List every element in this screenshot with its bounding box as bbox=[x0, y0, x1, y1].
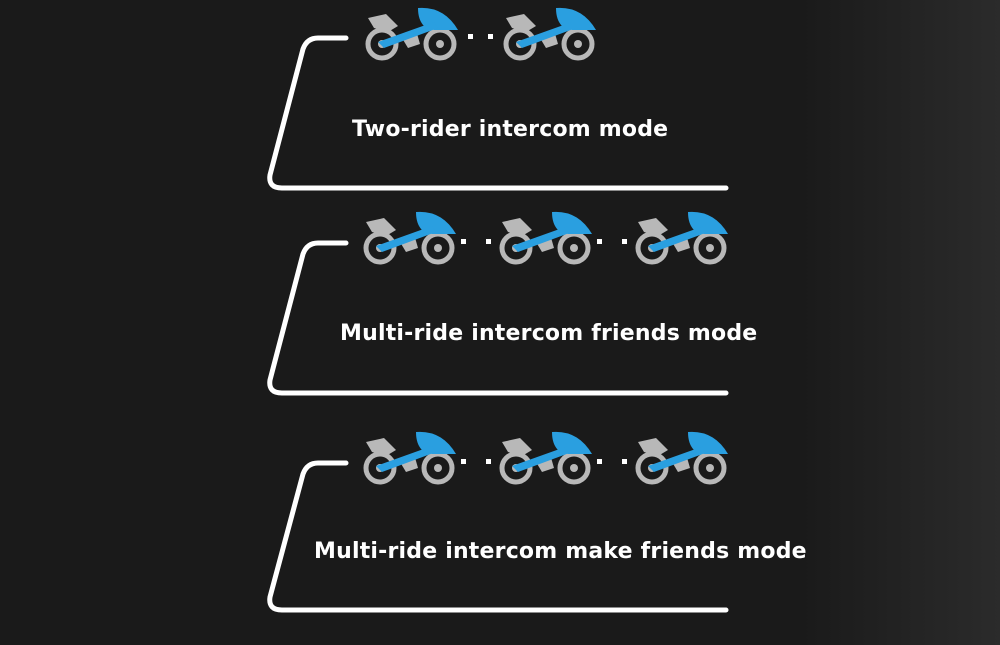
connector-dot bbox=[461, 459, 466, 464]
mode-label-make-friends: Multi-ride intercom make friends mode bbox=[314, 539, 807, 564]
connector-dot bbox=[622, 239, 627, 244]
connector-dot bbox=[597, 239, 602, 244]
motorcycle-icon bbox=[638, 212, 728, 262]
mode-label-friends: Multi-ride intercom friends mode bbox=[340, 321, 758, 346]
connector-dot bbox=[597, 459, 602, 464]
motorcycle-icon bbox=[366, 212, 456, 262]
bracket-3 bbox=[267, 460, 729, 613]
connector-dot bbox=[468, 34, 473, 39]
motorcycle-icon bbox=[506, 8, 596, 58]
row-2-riders bbox=[366, 212, 728, 262]
mode-label-two-rider: Two-rider intercom mode bbox=[352, 117, 669, 142]
motorcycle-icon bbox=[638, 432, 728, 482]
motorcycle-icon bbox=[502, 212, 592, 262]
connector-dot bbox=[486, 459, 491, 464]
motorcycle-icon bbox=[366, 432, 456, 482]
bracket-2 bbox=[267, 240, 729, 396]
connector-dot bbox=[488, 34, 493, 39]
connector-dot bbox=[486, 239, 491, 244]
row-3-riders bbox=[366, 432, 728, 482]
bracket-1 bbox=[267, 35, 729, 191]
row-1-riders bbox=[368, 8, 596, 58]
motorcycle-icon bbox=[368, 8, 458, 58]
motorcycle-icon bbox=[502, 432, 592, 482]
connector-dot bbox=[461, 239, 466, 244]
connector-dot bbox=[622, 459, 627, 464]
